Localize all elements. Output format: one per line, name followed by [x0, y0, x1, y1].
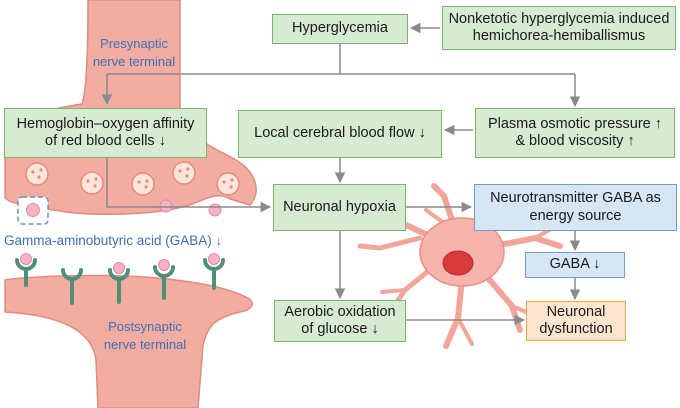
gaba-receptors	[15, 258, 225, 305]
blood-flow-box: Local cerebral blood flow ↓	[238, 110, 442, 158]
postsynaptic-terminal	[4, 274, 253, 408]
presynaptic-label: Presynaptic nerve terminal	[92, 36, 176, 69]
gaba-legend-icon	[26, 203, 40, 217]
vesicle	[131, 172, 155, 196]
gaba-legend-label: Gamma-aminobutyric acid (GABA) ↓	[4, 233, 223, 248]
nonketotic-box: Nonketotic hyperglycemia induced hemicho…	[442, 6, 676, 50]
bound-gaba	[20, 253, 220, 274]
vesicle	[80, 171, 104, 195]
postsynaptic-label: Postsynaptic nerve terminal	[103, 319, 187, 352]
receptor	[61, 268, 83, 305]
hyperglycemia-box: Hyperglycemia	[272, 14, 408, 44]
aerobic-box: Aerobic oxidation of glucose ↓	[274, 300, 406, 342]
arrow-hemoglobin-to-hypoxia	[106, 158, 272, 213]
synaptic-vesicles	[25, 161, 240, 196]
receptor	[15, 258, 37, 287]
hypoxia-box: Neuronal hypoxia	[273, 184, 406, 231]
osmotic-box: Plasma osmotic pressure ↑ & blood viscos…	[475, 108, 675, 158]
hemoglobin-box: Hemoglobin–oxygen affinity of red blood …	[4, 108, 207, 158]
vesicle	[25, 162, 49, 186]
gaba-molecule	[159, 199, 173, 213]
gaba-down-box: GABA ↓	[525, 252, 625, 278]
gaba-molecule	[208, 203, 222, 217]
gaba-energy-box: Neurotransmitter GABA as energy source	[474, 184, 677, 231]
flow-arrows	[101, 22, 581, 326]
neuron-nucleus	[442, 250, 474, 276]
vesicle-dots	[31, 167, 234, 189]
dysfunction-box: Neuronal dysfunction	[526, 301, 626, 341]
receptor	[153, 265, 175, 300]
receptor	[203, 258, 225, 290]
vesicle	[216, 172, 240, 196]
vesicle	[172, 161, 196, 185]
presynaptic-terminal	[4, 0, 257, 216]
receptor	[108, 268, 130, 304]
